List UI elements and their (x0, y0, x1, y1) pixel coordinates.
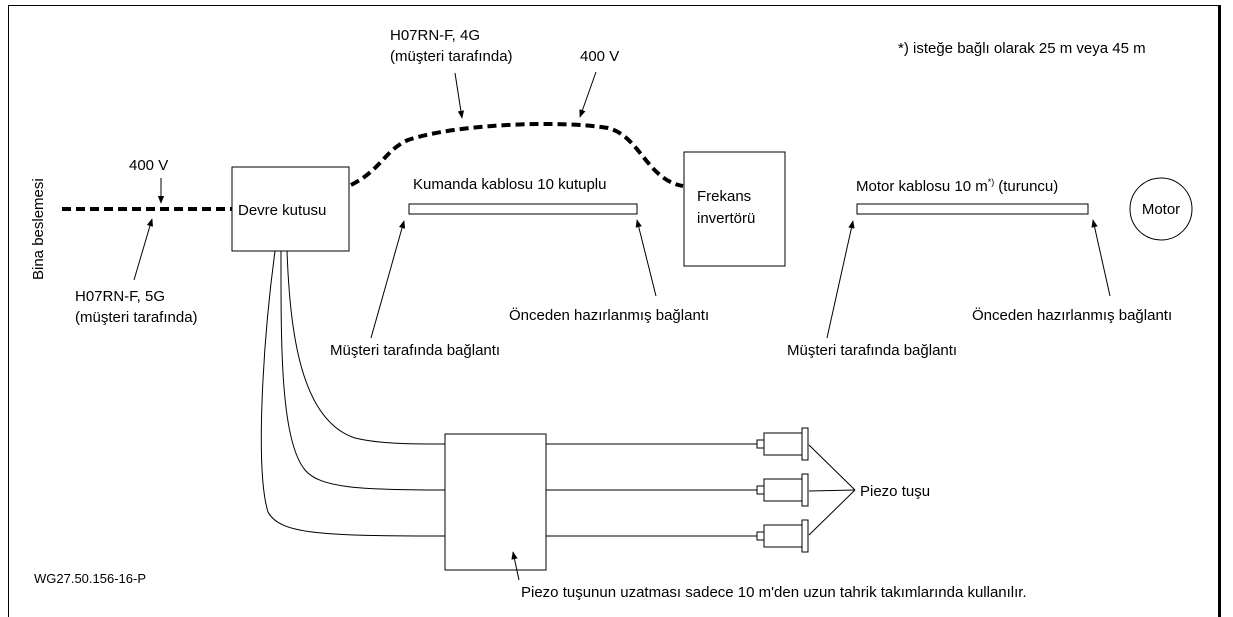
piezo-button (756, 519, 809, 553)
extension-note-arrow (511, 551, 520, 581)
control-customer-connection: Müşteri tarafında bağlantı (330, 342, 500, 359)
upper-cable-arrow (454, 72, 465, 119)
supply-cable-side: (müşteri tarafında) (75, 309, 198, 326)
circuit-box-label: Devre kutusu (238, 202, 326, 219)
inverter-label-line2: invertörü (697, 210, 755, 227)
upper-cable-type: H07RN-F, 4G (390, 27, 480, 44)
supply-cable-type: H07RN-F, 5G (75, 288, 165, 305)
inverter-label-line1: Frekans (697, 188, 751, 205)
extension-note: Piezo tuşunun uzatması sadece 10 m'den u… (521, 584, 1027, 601)
supply-cable-arrow (133, 218, 154, 281)
control-customer-arrow (370, 220, 406, 339)
piezo-wire-3 (260, 250, 446, 537)
motor-prepared-connection: Önceden hazırlanmış bağlantı (972, 306, 1172, 324)
piezo-pointer-1 (808, 444, 856, 491)
motor-cable (856, 203, 1089, 215)
control-cable-label: Kumanda kablosu 10 kutuplu (413, 176, 606, 193)
piezo-wire-2 (280, 250, 446, 491)
piezo-button (756, 427, 809, 461)
control-prepared-connection: Önceden hazırlanmış bağlantı (509, 306, 709, 324)
circuit-box (231, 166, 350, 252)
motor-customer-connection: Müşteri tarafında bağlantı (787, 342, 957, 359)
piezo-extension-box (444, 433, 547, 571)
motor (1129, 177, 1193, 241)
piezo-button (756, 473, 809, 507)
motor-label: Motor (1142, 201, 1180, 218)
control-prepared-arrow (635, 219, 657, 297)
supply-voltage: 400 V (129, 157, 168, 174)
motor-customer-arrow (826, 220, 855, 339)
motor-cable-label: Motor kablosu 10 m*)(turuncu) (856, 177, 1058, 195)
optional-length-note: *) isteğe bağlı olarak 25 m veya 45 m (898, 40, 1146, 57)
piezo-pointer-3 (808, 489, 856, 536)
piezo-label: Piezo tuşu (860, 483, 930, 500)
piezo-pointer-2 (808, 489, 856, 492)
piezo-wire-1 (286, 250, 446, 445)
upper-voltage-arrow (579, 71, 597, 118)
control-cable (408, 203, 638, 215)
upper-cable-voltage: 400 V (580, 48, 619, 65)
building-supply-label: Bina beslemesi (30, 178, 47, 280)
figure-code: WG27.50.156-16-P (34, 571, 146, 586)
inverter-supply-cable (350, 122, 684, 188)
frequency-inverter (683, 151, 786, 267)
motor-prepared-arrow (1091, 219, 1111, 297)
upper-cable-side: (müşteri tarafında) (390, 48, 513, 65)
